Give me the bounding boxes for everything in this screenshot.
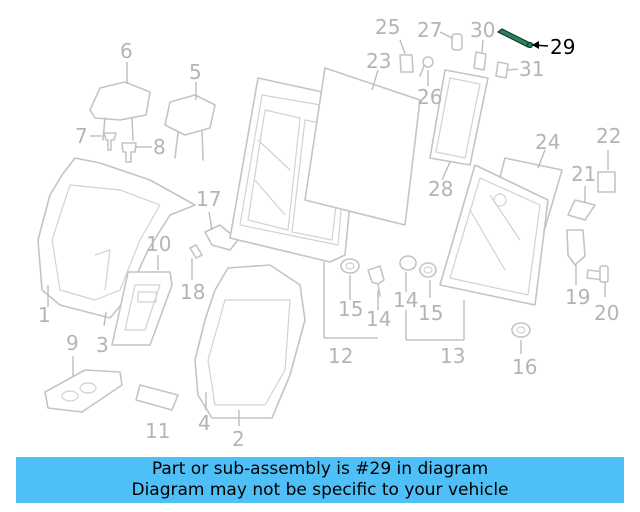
callout-17: 17	[196, 187, 221, 211]
callout-13: 13	[440, 344, 465, 368]
callout-2: 2	[232, 427, 245, 451]
part-10-armrest-frame	[111, 271, 173, 346]
callout-21: 21	[571, 162, 596, 186]
part-9-armrest	[44, 369, 123, 413]
part-21-bezel	[567, 199, 596, 221]
part-27-plug	[451, 33, 463, 51]
callout-14-left: 14	[366, 307, 391, 331]
callout-30: 30	[470, 18, 495, 42]
part-6-headrest	[89, 81, 151, 141]
part-2-seat-cushion	[194, 264, 306, 419]
part-31-clip	[495, 61, 509, 79]
callout-7: 7	[75, 124, 88, 148]
callout-12: 12	[328, 344, 353, 368]
part-20-bolt	[586, 265, 609, 283]
callout-15-left: 15	[338, 297, 363, 321]
callout-5: 5	[189, 60, 202, 84]
part-26-screw	[419, 56, 434, 77]
part-29-highlighted[interactable]	[496, 28, 534, 49]
part-13-seatback-frame-right	[439, 164, 549, 306]
callout-16: 16	[512, 355, 537, 379]
callout-6: 6	[120, 39, 133, 63]
part-7-guide	[103, 132, 117, 151]
banner-line-2: Diagram may not be specific to your vehi…	[131, 480, 509, 500]
callout-23: 23	[366, 49, 391, 73]
callout-26: 26	[417, 85, 442, 109]
callout-19: 19	[565, 285, 590, 309]
callout-11: 11	[145, 419, 170, 443]
part-14-bolt-left	[367, 265, 385, 297]
callout-14-right: 14	[393, 288, 418, 312]
part-15-bushing-left	[340, 258, 360, 274]
callout-28: 28	[428, 177, 453, 201]
callout-1: 1	[38, 303, 51, 327]
part-17-bracket	[204, 224, 239, 251]
callout-25: 25	[375, 15, 400, 39]
part-5-headrest	[164, 94, 216, 161]
callout-10: 10	[146, 232, 171, 256]
part-30-clip	[473, 51, 487, 71]
leader-lines	[47, 31, 609, 426]
callout-20: 20	[594, 301, 619, 325]
callout-15-right: 15	[418, 301, 443, 325]
callout-24: 24	[535, 130, 560, 154]
callout-27: 27	[417, 18, 442, 42]
callout-3: 3	[96, 333, 109, 357]
callout-9: 9	[66, 331, 79, 355]
part-18-clip	[189, 244, 203, 259]
part-16-grommet	[511, 322, 531, 338]
callout-29-highlighted[interactable]: 29	[550, 35, 575, 59]
callout-22: 22	[596, 124, 621, 148]
part-28-bezel	[429, 69, 489, 166]
banner-line-1: Part or sub-assembly is #29 in diagram	[151, 459, 489, 479]
part-25-clip	[399, 54, 414, 73]
callout-18: 18	[180, 280, 205, 304]
info-banner: Part or sub-assembly is #29 in diagram D…	[16, 457, 624, 503]
callout-4: 4	[198, 411, 211, 435]
part-19-latch	[566, 229, 586, 266]
part-8-guide	[121, 142, 137, 163]
part-15-bushing-right	[419, 262, 437, 278]
callout-8: 8	[153, 135, 166, 159]
part-11-cover	[135, 384, 179, 411]
part-14-bolt-right	[399, 255, 417, 271]
callout-31: 31	[519, 57, 544, 81]
part-23-panel	[304, 67, 421, 226]
part-22-cover	[597, 171, 616, 193]
